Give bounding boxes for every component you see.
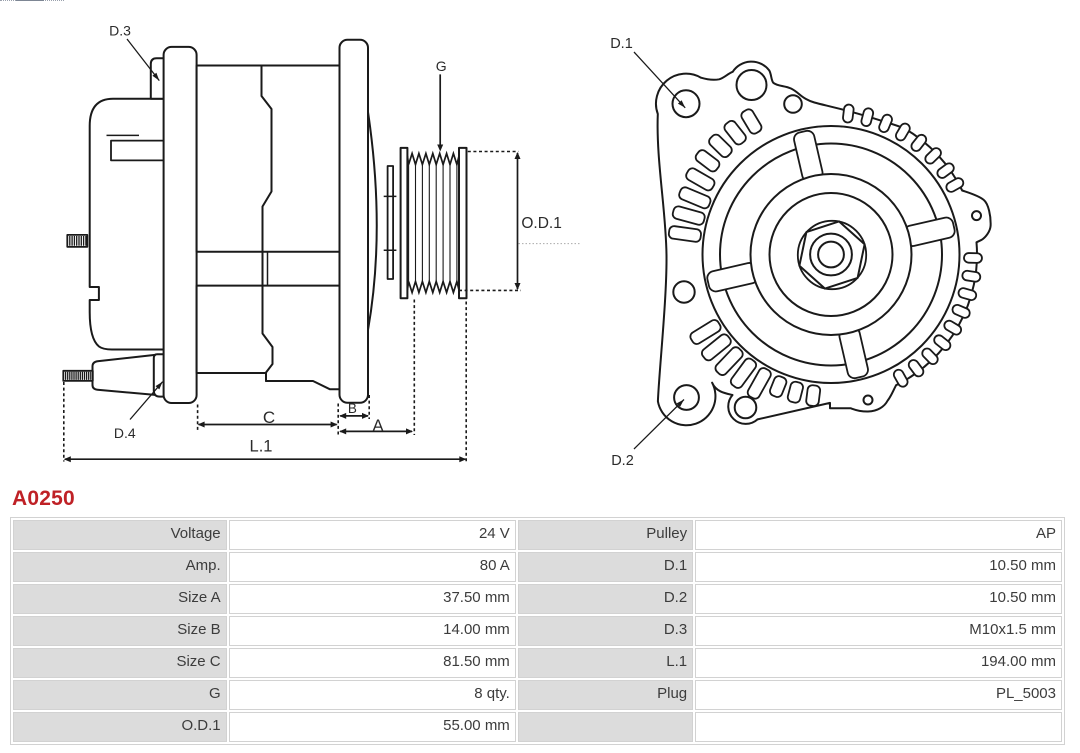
svg-text:A: A xyxy=(372,417,383,435)
svg-text:D.2: D.2 xyxy=(611,453,634,469)
svg-text:L.1: L.1 xyxy=(250,438,273,456)
svg-text:D.1: D.1 xyxy=(610,36,633,52)
svg-text:C: C xyxy=(263,408,275,427)
svg-text:G: G xyxy=(436,58,447,74)
svg-text:B: B xyxy=(348,401,357,416)
svg-text:D.3: D.3 xyxy=(109,22,131,38)
svg-text:D.4: D.4 xyxy=(114,425,136,441)
svg-text:O.D.1: O.D.1 xyxy=(521,215,561,232)
